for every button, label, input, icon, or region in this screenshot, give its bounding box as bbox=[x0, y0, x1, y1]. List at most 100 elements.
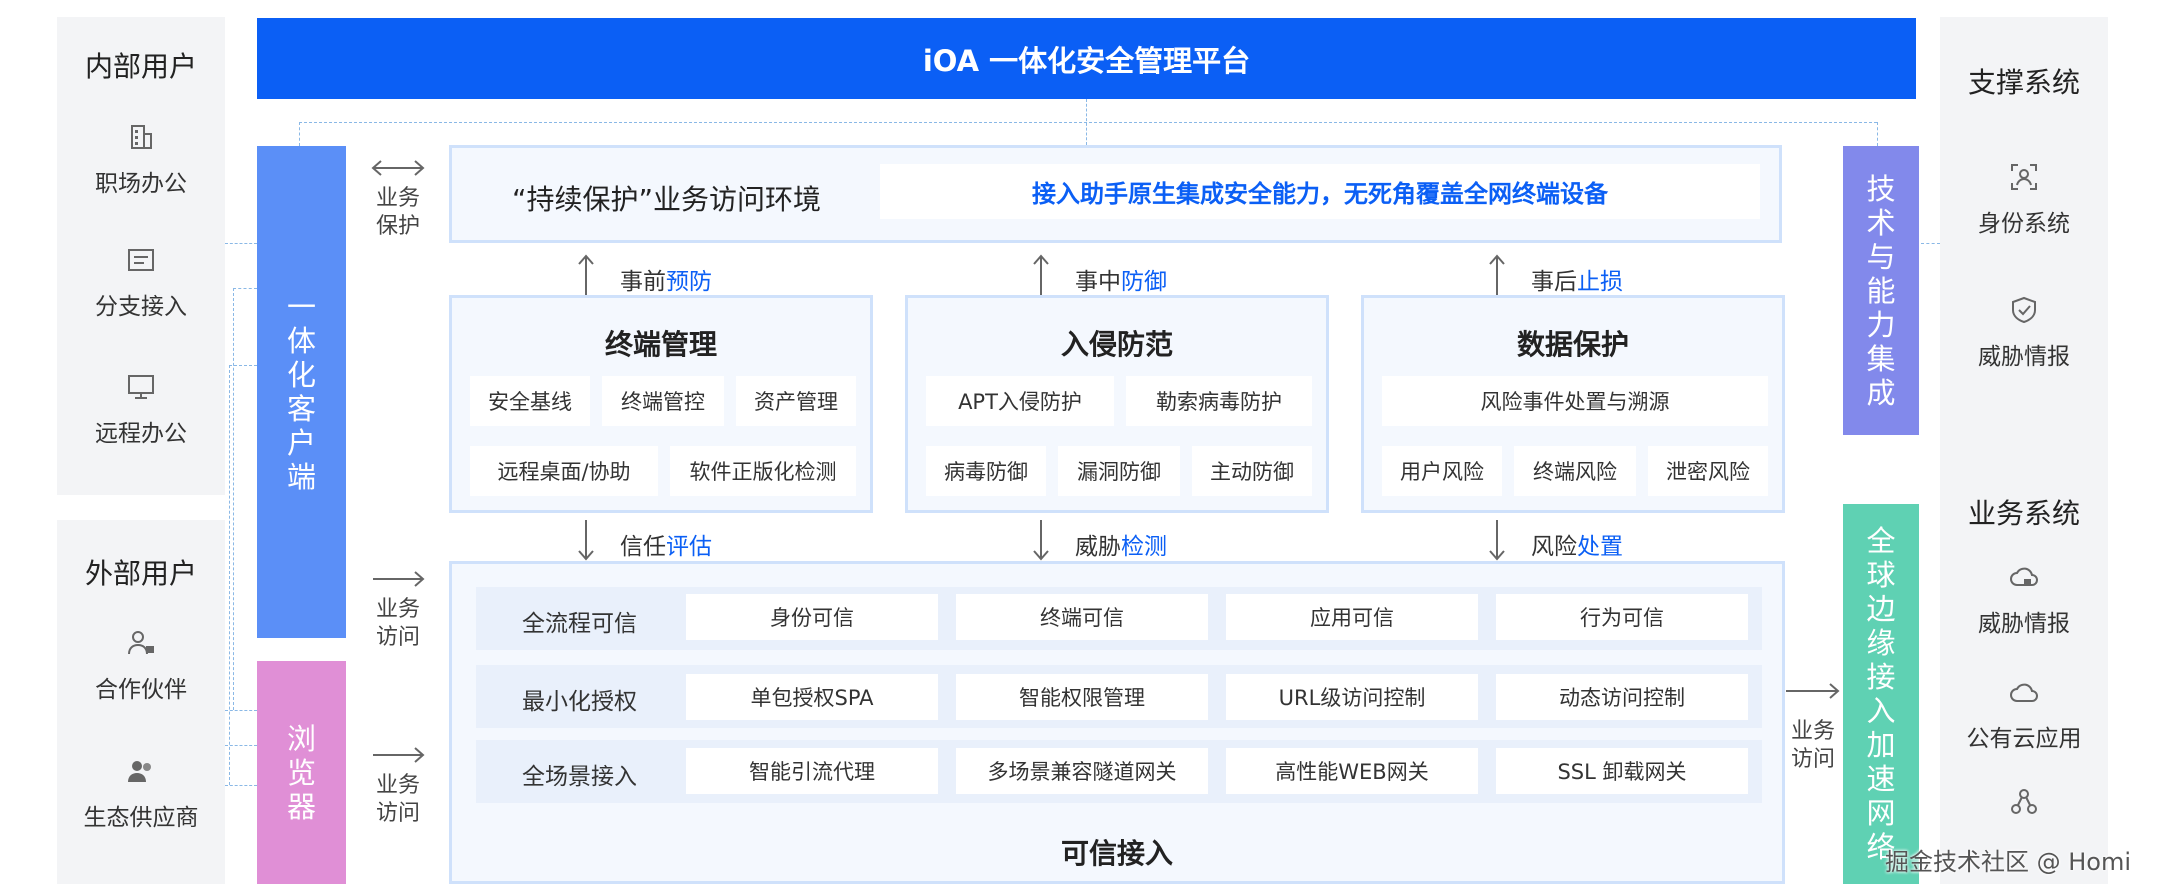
panel-item-partner: 合作伙伴 bbox=[57, 628, 225, 704]
edge-acceleration-bar: 全 球 边 缘 接 入 加 速 网 络 bbox=[1843, 504, 1919, 884]
trusted-cell: 身份可信 bbox=[686, 594, 938, 640]
bar-char: 与 bbox=[1866, 239, 1896, 274]
down-arrow-icon bbox=[578, 520, 594, 561]
panel-item-label: 远程办公 bbox=[95, 421, 187, 447]
bar-char: 浏 bbox=[286, 721, 316, 756]
trusted-cell: SSL 卸载网关 bbox=[1496, 748, 1748, 794]
bar-char: 器 bbox=[286, 789, 316, 824]
bar-char: 成 bbox=[1866, 375, 1896, 410]
double-arrow-icon bbox=[371, 160, 425, 176]
external-users-panel: 外部用户 合作伙伴 生态供应商 bbox=[57, 520, 225, 884]
up-arrow-icon bbox=[578, 254, 594, 295]
panel-item-label: 威胁情报 bbox=[1978, 611, 2070, 637]
trusted-row-title: 全场景接入 bbox=[522, 764, 637, 790]
trusted-cell: 智能引流代理 bbox=[686, 748, 938, 794]
label-line: 访问 bbox=[1790, 747, 1835, 772]
connector-line bbox=[225, 243, 257, 244]
connector-line bbox=[1877, 122, 1878, 146]
platform-banner: iOA 一体化安全管理平台 bbox=[257, 18, 1916, 99]
branch-icon bbox=[128, 249, 154, 271]
trusted-access-title: 可信接入 bbox=[1060, 837, 1173, 870]
module-cell: 泄密风险 bbox=[1648, 446, 1768, 496]
internal-users-panel: 内部用户 职场办公 分支接入 远程办公 bbox=[57, 17, 225, 495]
arrow-label-highlight: 预防 bbox=[666, 269, 712, 295]
module-cell: 终端风险 bbox=[1514, 446, 1636, 496]
panel-item-network bbox=[1940, 787, 2108, 829]
trusted-cell: 多场景兼容隧道网关 bbox=[956, 748, 1208, 794]
down-arrow-icon bbox=[1489, 520, 1505, 561]
bar-char: 客 bbox=[286, 392, 316, 426]
connector-line bbox=[229, 365, 230, 785]
panel-item-label: 合作伙伴 bbox=[95, 677, 187, 703]
connector-line bbox=[1086, 99, 1087, 145]
panel-item-remote: 远程办公 bbox=[57, 372, 225, 448]
building-icon bbox=[131, 125, 152, 149]
bar-char: 览 bbox=[286, 755, 316, 790]
panel-item-label: 生态供应商 bbox=[83, 805, 199, 831]
bar-char: 化 bbox=[286, 358, 316, 392]
panel-item-threat-intel-2: 威胁情报 bbox=[1940, 562, 2108, 638]
label-line: 业务 bbox=[1790, 719, 1835, 744]
business-access-label-right: 业务 访问 bbox=[1783, 718, 1843, 774]
label-line: 业务 bbox=[375, 186, 420, 211]
module-endpoint-management: 终端管理 安全基线 终端管控 资产管理 远程桌面/协助 软件正版化检测 bbox=[449, 295, 873, 513]
external-users-title: 外部用户 bbox=[84, 557, 197, 590]
partner-icon bbox=[128, 631, 154, 655]
bar-char: 缘 bbox=[1866, 626, 1896, 660]
module-data-protection: 数据保护 风险事件处置与溯源 用户风险 终端风险 泄密风险 bbox=[1361, 295, 1785, 513]
arrow-label-prefix: 事前 bbox=[620, 269, 666, 295]
arrow-label-highlight: 处置 bbox=[1577, 534, 1623, 560]
bar-char: 边 bbox=[1866, 592, 1896, 626]
supplier-icon bbox=[128, 761, 151, 782]
module-cell: 风险事件处置与溯源 bbox=[1382, 376, 1768, 426]
bar-char: 络 bbox=[1866, 830, 1896, 864]
up-arrow-icon bbox=[1489, 254, 1505, 295]
bar-char: 一 bbox=[286, 290, 316, 324]
panel-item-branch: 分支接入 bbox=[57, 245, 225, 321]
trusted-cell: 动态访问控制 bbox=[1496, 674, 1748, 720]
panel-item-identity: 身份系统 bbox=[1940, 162, 2108, 238]
label-line: 保护 bbox=[375, 214, 420, 239]
arrow-label-prefix: 风险 bbox=[1531, 534, 1577, 560]
bar-char: 能 bbox=[1866, 273, 1896, 308]
panel-item-public-cloud: 公有云应用 bbox=[1940, 677, 2108, 753]
module-title: 入侵防范 bbox=[1060, 328, 1173, 361]
bar-char: 网 bbox=[1866, 796, 1896, 830]
arrow-label-prevention: 事前预防 bbox=[620, 262, 712, 296]
shield-check-icon bbox=[2012, 296, 2036, 324]
bar-char: 速 bbox=[1866, 762, 1896, 796]
arrow-label-response: 风险处置 bbox=[1531, 527, 1623, 561]
bar-char: 术 bbox=[1866, 205, 1896, 240]
arrow-label-stop-loss: 事后止损 bbox=[1531, 262, 1623, 296]
module-cell: 安全基线 bbox=[470, 376, 590, 426]
module-cell: 主动防御 bbox=[1192, 446, 1312, 496]
bar-char: 体 bbox=[286, 324, 316, 358]
trusted-row-title: 最小化授权 bbox=[522, 689, 637, 715]
business-systems-panel: 业务系统 威胁情报 公有云应用 bbox=[1940, 462, 2108, 884]
arrow-label-highlight: 防御 bbox=[1121, 269, 1167, 295]
environment-label: “持续保护”业务访问环境 bbox=[512, 183, 822, 216]
right-arrow-icon bbox=[1786, 683, 1840, 699]
bar-char: 端 bbox=[286, 460, 316, 494]
cloud-icon bbox=[2010, 683, 2038, 702]
bar-char: 接 bbox=[1866, 660, 1896, 694]
connector-line bbox=[299, 122, 1877, 123]
trusted-access-box: 全流程可信 身份可信 终端可信 应用可信 行为可信 最小化授权 单包授权SPA … bbox=[449, 561, 1785, 884]
arrow-label-highlight: 检测 bbox=[1121, 534, 1167, 560]
trusted-cell: 终端可信 bbox=[956, 594, 1208, 640]
trusted-cell: 智能权限管理 bbox=[956, 674, 1208, 720]
module-cell: 终端管控 bbox=[602, 376, 724, 426]
arrow-label-prefix: 信任 bbox=[620, 534, 666, 560]
tech-integration-bar: 技 术 与 能 力 集 成 bbox=[1843, 146, 1919, 435]
connector-line bbox=[225, 710, 257, 711]
bar-char: 全 bbox=[1866, 524, 1896, 558]
business-protect-label: 业务 保护 bbox=[368, 185, 428, 241]
arrow-label-trust: 信任评估 bbox=[620, 527, 712, 561]
trusted-cell: 行为可信 bbox=[1496, 594, 1748, 640]
connector-line bbox=[225, 785, 257, 786]
bar-char: 技 bbox=[1866, 171, 1896, 206]
panel-item-label: 身份系统 bbox=[1978, 211, 2070, 237]
module-cell: 勒索病毒防护 bbox=[1126, 376, 1312, 426]
arrow-label-prefix: 事中 bbox=[1075, 269, 1121, 295]
label-line: 业务 bbox=[375, 597, 420, 622]
